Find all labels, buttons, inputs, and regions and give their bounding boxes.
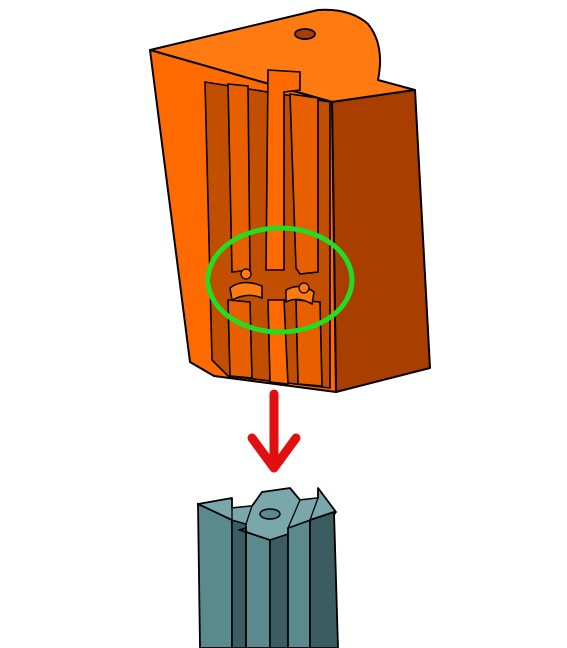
profile-center-bore (259, 508, 281, 520)
profile-front-center (237, 526, 271, 648)
highlight-ellipse-icon (205, 225, 355, 335)
bracket-mounting-hole (294, 28, 316, 40)
profile-side-right (309, 510, 339, 648)
bracket-notch-dot-right (298, 282, 310, 294)
bracket-side-face (331, 89, 431, 393)
profile-slot-left (231, 519, 247, 648)
bracket-rail-left (227, 83, 251, 273)
orange-bracket-icon (149, 8, 431, 393)
bracket-notch-dot-left (240, 268, 252, 280)
arrow-head (247, 433, 301, 473)
profile-front-left (197, 502, 233, 648)
bracket-rail-center (265, 69, 301, 271)
profile-lip-left (231, 505, 253, 525)
aluminum-profile-icon (197, 487, 339, 648)
down-arrow-icon (247, 389, 301, 473)
profile-slot-right (269, 532, 289, 648)
bracket-rail-right-lower (295, 299, 323, 387)
profile-front-right (287, 518, 311, 648)
bracket-rail-center-lower (267, 299, 289, 385)
bracket-top-face (149, 8, 416, 103)
profile-lip-right (286, 497, 319, 530)
bracket-notch-left (229, 281, 263, 302)
bracket-rail-left-lower (227, 299, 253, 379)
